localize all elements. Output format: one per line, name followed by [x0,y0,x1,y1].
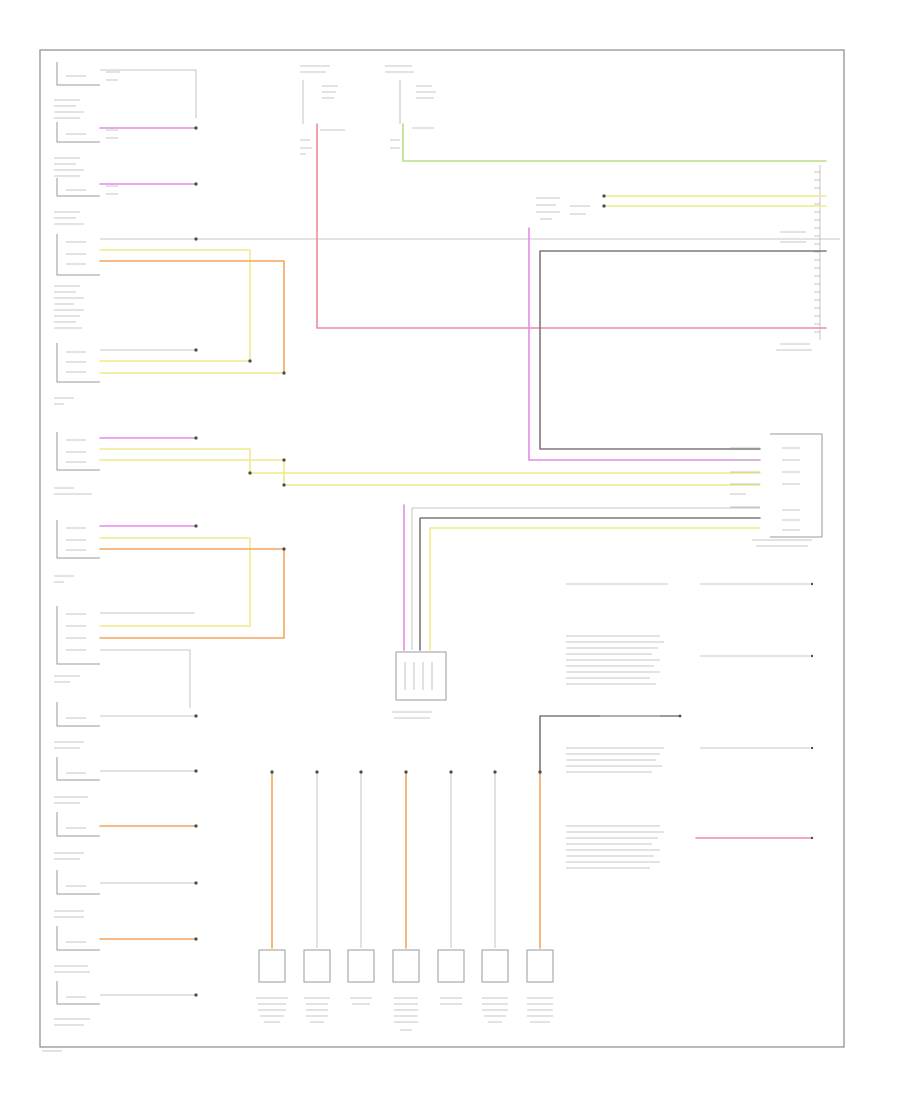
left-connector-dots [194,126,286,997]
wire-gray [419,517,761,651]
right-top-wires [528,194,827,461]
wire-gray [539,250,827,450]
wire-yellow [99,448,761,474]
wire-green [402,123,827,162]
top-fuses [300,65,436,155]
left-wires [99,69,840,996]
wire-yellow [429,527,761,651]
bottom-components [256,770,554,1031]
left-components [56,62,100,1005]
wire-yellow [99,249,251,361]
control-module [730,433,823,547]
wire-yellow [99,537,251,627]
diagram-frame [39,49,845,1048]
left-labels [54,99,92,1026]
center-wires [392,504,761,719]
wire-gray [539,715,681,771]
right-connector [776,165,821,351]
wire-yellow [99,459,761,486]
right-labels [566,583,810,869]
left-pin-marks [66,71,120,998]
wire-orange [99,548,285,639]
wire-pink [316,123,827,329]
wire-orange [99,260,285,375]
